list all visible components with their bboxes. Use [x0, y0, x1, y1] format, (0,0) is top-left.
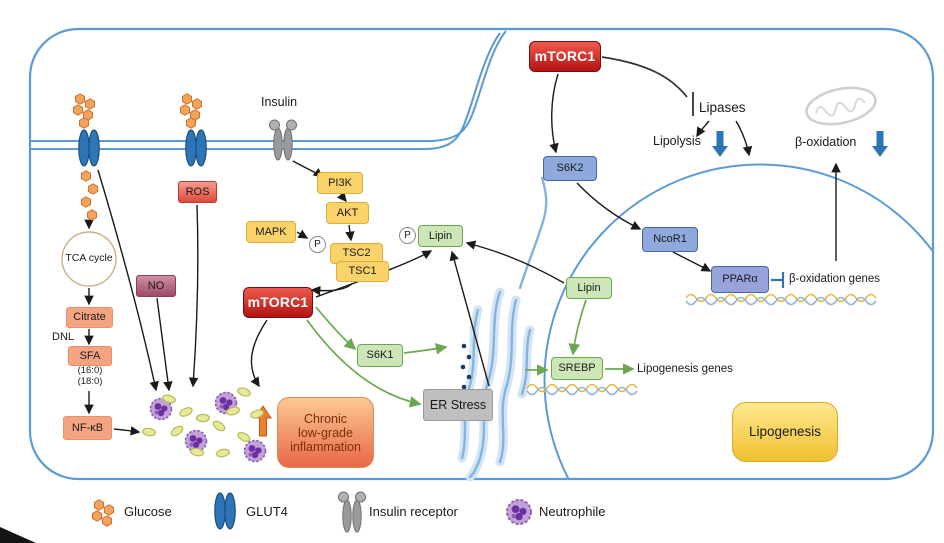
- lipogenesis-genes-label: Lipogenesis genes: [637, 363, 733, 375]
- black-arrows: [84, 73, 841, 436]
- dna-lipogenesis-icon: [526, 383, 638, 396]
- tca-cycle-icon: [61, 231, 117, 287]
- mapk-node: MAPK: [246, 221, 296, 243]
- no-node: NO: [136, 275, 176, 297]
- insulin-label: Insulin: [261, 95, 298, 109]
- beta-oxidation-label: β-oxidation: [795, 135, 857, 149]
- phospho-p-lipin: P: [399, 227, 416, 244]
- legend-insulin-receptor-label: Insulin receptor: [369, 504, 458, 519]
- mitochondria-icon: [805, 86, 877, 126]
- legend-neutrophile-label: Neutrophile: [539, 504, 606, 519]
- tca-cycle-label: TCA cycle: [65, 252, 113, 265]
- lipolysis-down-arrow-icon: [712, 131, 728, 157]
- sfa-node: SFA: [68, 346, 112, 366]
- srebp-node: SREBP: [551, 357, 603, 380]
- tsc1-node: TSC1: [336, 261, 389, 282]
- inhibition-lipases: [601, 56, 694, 116]
- chronic-inflammation-node: Chronic low-grade inflammation: [277, 397, 374, 468]
- phospho-p-tsc: P: [309, 236, 326, 253]
- s6k2-node: S6K2: [543, 156, 597, 181]
- legend-glucose-icon: [92, 499, 114, 527]
- pi3k-node: PI3K: [317, 172, 363, 194]
- mtorc1-top-node: mTORC1: [529, 41, 601, 72]
- beta-oxidation-genes-label: β-oxidation genes: [789, 273, 881, 285]
- s6k1-node: S6K1: [357, 344, 403, 367]
- legend-neutrophile-icon: [506, 499, 532, 525]
- mtorc1-mid-node: mTORC1: [243, 287, 313, 318]
- corner-artifact: [0, 527, 36, 543]
- tsc2-node: TSC2: [330, 243, 383, 264]
- ppara-node: PPARα: [711, 266, 769, 293]
- citrate-node: Citrate: [66, 307, 113, 328]
- lipolysis-label: Lipolysis: [653, 134, 701, 148]
- green-arrows: [306, 299, 635, 408]
- dna-beta-oxidation-icon: [685, 293, 877, 306]
- lipin-nuclear-node: Lipin: [566, 277, 612, 299]
- plasma-membrane: [31, 30, 507, 150]
- akt-node: AKT: [326, 202, 369, 224]
- cell-outline: [28, 27, 935, 481]
- chronic-line-3: inflammation: [290, 439, 361, 454]
- nfkb-node: NF-κB: [63, 416, 112, 440]
- lipin-phospho-node: Lipin: [418, 225, 463, 247]
- ros-node: ROS: [178, 181, 217, 203]
- sfa-16-label: (16:0): [77, 365, 103, 377]
- nucleus-outline: [543, 163, 932, 479]
- lipogenesis-node: Lipogenesis: [732, 402, 838, 462]
- ncor1-node: NcoR1: [642, 227, 698, 252]
- legend-insulin-receptor-icon: [338, 491, 366, 533]
- glut4-icon: [78, 129, 100, 167]
- glut4-icon: [185, 129, 207, 167]
- legend-glut4-icon: [214, 492, 236, 530]
- dnl-label: DNL: [52, 331, 75, 343]
- legend-glut4-label: GLUT4: [246, 504, 288, 519]
- lipases-label: Lipases: [699, 100, 746, 115]
- chronic-line-2: low-grade: [298, 425, 353, 440]
- beta-oxidation-down-arrow-icon: [872, 131, 888, 157]
- legend-glucose-label: Glucose: [124, 504, 172, 519]
- sfa-18-label: (18:0): [77, 376, 103, 388]
- er-stress-node: ER Stress: [423, 389, 493, 421]
- inhibition-ppara: [771, 272, 785, 288]
- chronic-line-1: Chronic: [303, 411, 348, 426]
